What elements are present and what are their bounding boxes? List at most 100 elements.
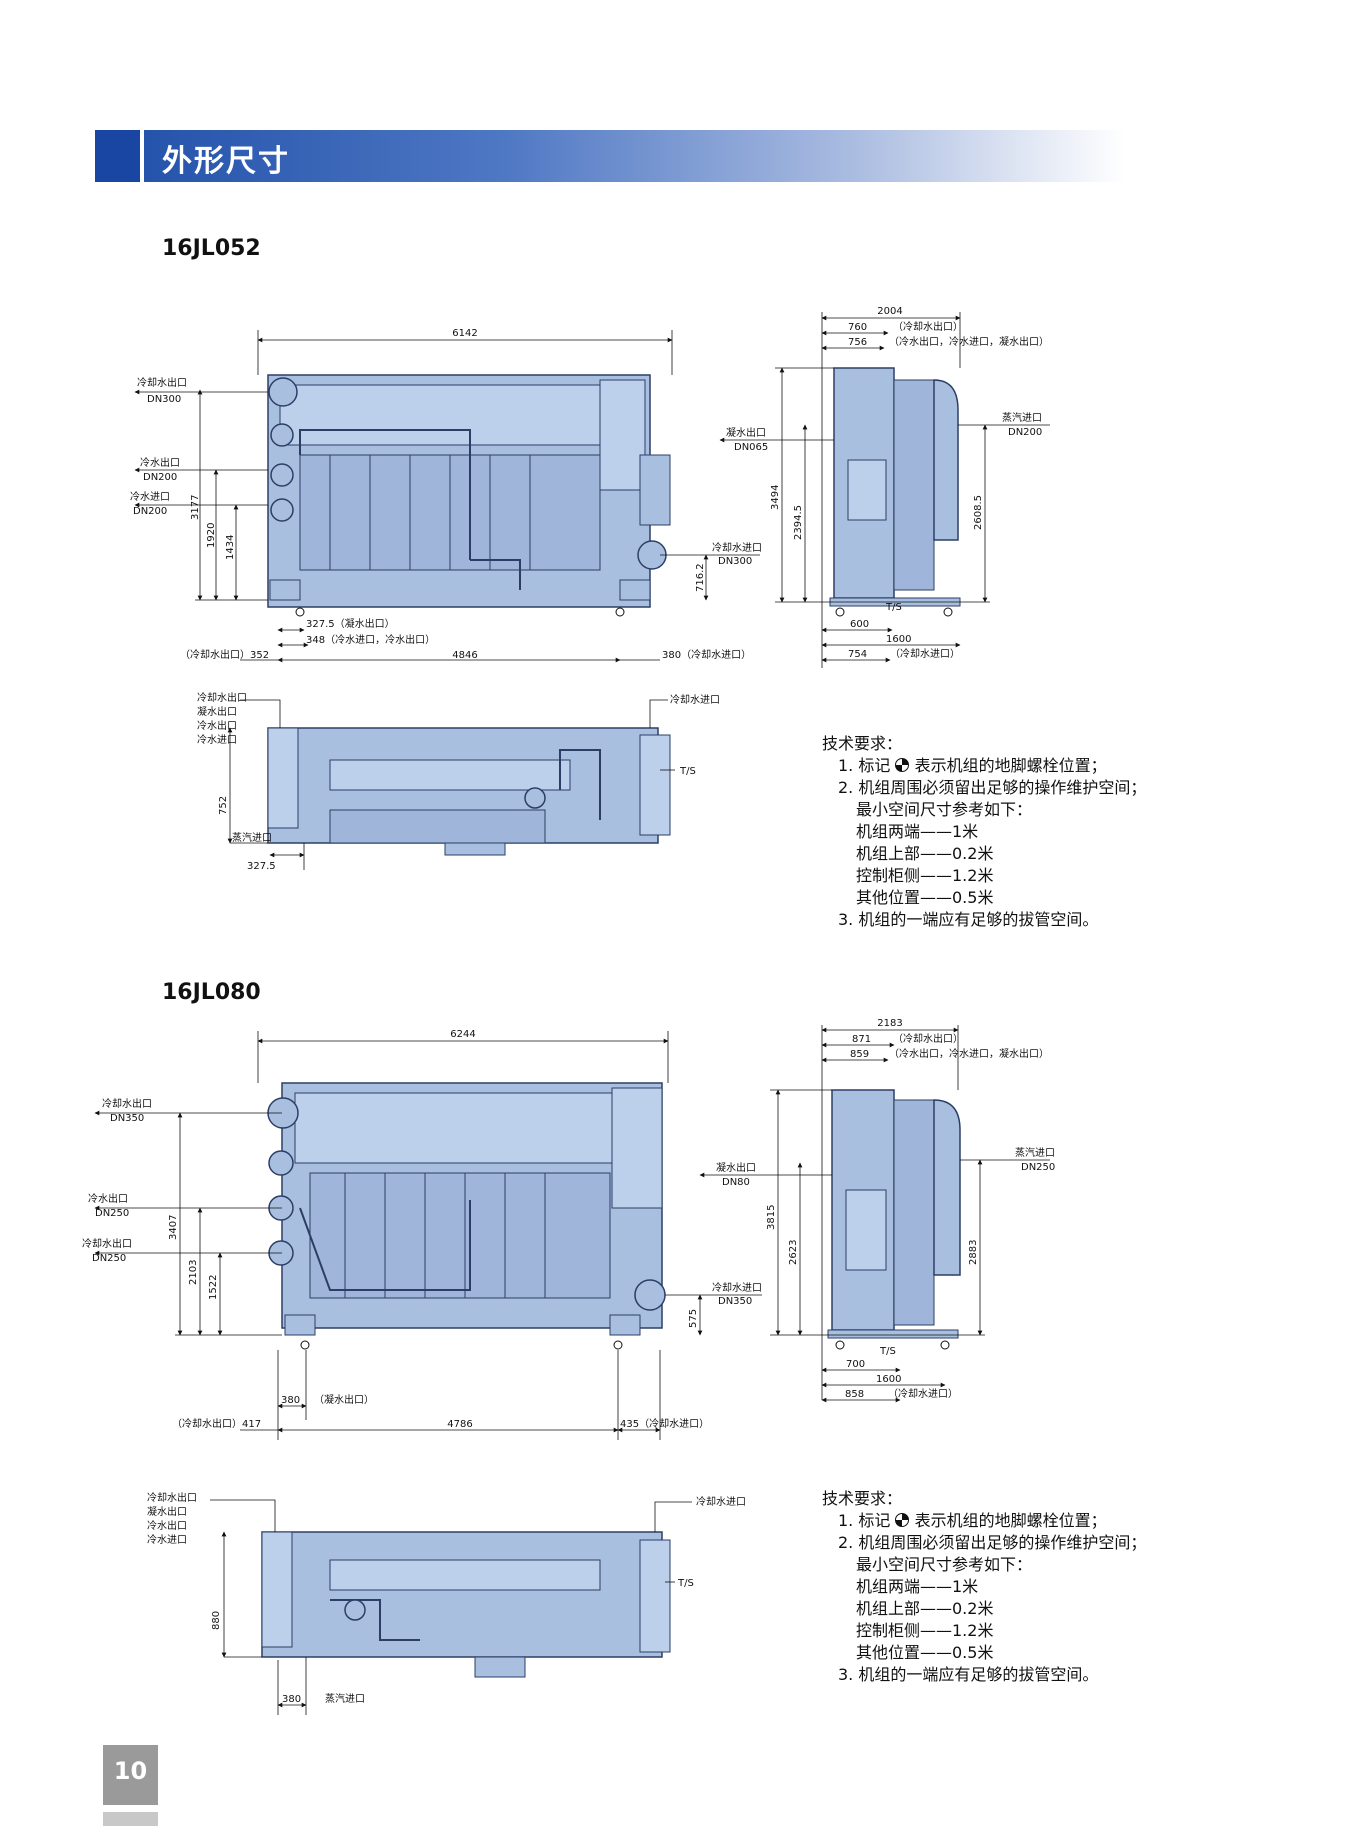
- unit1-top-view: [267, 727, 671, 856]
- label-steam-size: DN200: [1008, 427, 1042, 438]
- tech-notes-unit2: 技术要求： 1. 标记 表示机组的地脚螺栓位置； 2. 机组周围必须留出足够的操…: [822, 1488, 1146, 1686]
- label-chilled-out-size: DN200: [143, 472, 177, 483]
- page-number-box: [103, 1745, 158, 1805]
- dim-height: 3177: [190, 495, 201, 520]
- dim-760-note: （冷却水出口）: [893, 320, 963, 333]
- dim-417: （冷却水出口）417: [172, 1417, 261, 1430]
- space2-other: 其他位置——0.5米: [856, 1643, 994, 1662]
- anchor-bolt-icon: [895, 758, 910, 772]
- dim-top2-380: 380: [282, 1694, 301, 1705]
- top2-label-3: 冷水进口: [147, 1533, 187, 1546]
- anchor-bolt-icon: [895, 1513, 910, 1527]
- unit2-side-labels: 2183 871 （冷却水出口） 859 （冷水出口，冷水进口，凝水出口） 38…: [716, 1018, 1055, 1400]
- note2-item-3: 3. 机组的一端应有足够的拔管空间。: [838, 1665, 1099, 1684]
- dim2-380-note: （凝水出口）: [314, 1393, 374, 1406]
- label-cooling-in: 冷却水进口: [712, 541, 762, 554]
- dim-756: 756: [848, 337, 867, 348]
- label2-condensate-out: 凝水出口: [716, 1161, 756, 1174]
- dim-435: 435（冷却水进口）: [620, 1417, 709, 1430]
- top-label-cooling-in: 冷却水进口: [670, 693, 720, 706]
- label2-chilled-out: 冷水出口: [88, 1192, 128, 1205]
- section-header-bar: [95, 130, 1125, 182]
- dim-327-5: 327.5（凝水出口）: [306, 617, 395, 630]
- dim-752: 752: [218, 796, 229, 815]
- unit1-side-labels: 2004 760 （冷却水出口） 756 （冷水出口，冷水进口，凝水出口） 34…: [726, 306, 1049, 660]
- page-footer-strip: [103, 1812, 158, 1826]
- label-steam-in: 蒸汽进口: [1002, 411, 1042, 424]
- note2-item-1-pre: 标记: [858, 1511, 891, 1530]
- label2-cooling-out-2-size: DN250: [92, 1253, 126, 1264]
- dim-3815: 3815: [766, 1205, 777, 1230]
- label2-steam-in: 蒸汽进口: [1015, 1146, 1055, 1159]
- top2-label-0: 冷却水出口: [147, 1491, 197, 1504]
- dim-859-note: （冷水出口，冷水进口，凝水出口）: [889, 1047, 1049, 1060]
- label-chilled-in: 冷水进口: [130, 490, 170, 503]
- dim-380: 380（冷却水进口）: [662, 648, 751, 661]
- top-label-2: 冷水出口: [197, 719, 237, 732]
- dim-858: 858: [845, 1389, 864, 1400]
- unit1-side-dimensions: [719, 312, 1050, 668]
- dim-575: 575: [688, 1309, 699, 1328]
- note-item-3: 3. 机组的一端应有足够的拔管空间。: [838, 910, 1099, 929]
- model-title-16jl052: 16JL052: [162, 236, 261, 261]
- top-label-0: 冷却水出口: [197, 691, 247, 704]
- dim-348: 348（冷水进口，冷水出口）: [306, 633, 435, 646]
- top-label-ts: T/S: [679, 766, 696, 777]
- dim2-380: 380: [281, 1395, 300, 1406]
- dim-3407: 3407: [168, 1215, 179, 1240]
- unit1-front-view: [267, 374, 671, 617]
- dim-760: 760: [848, 322, 867, 333]
- label-condensate-size: DN065: [734, 442, 768, 453]
- dim-3494: 3494: [770, 485, 781, 510]
- dim-2004: 2004: [877, 306, 902, 317]
- label2-cooling-out: 冷却水出口: [102, 1097, 152, 1110]
- unit2-side-dimensions: [699, 1025, 1050, 1403]
- note-item-1-pre: 标记: [858, 756, 891, 775]
- top-label-1: 凝水出口: [197, 705, 237, 718]
- top2-label-steam: 蒸汽进口: [325, 1692, 365, 1705]
- unit2-side-view: [827, 1089, 961, 1350]
- dim-871: 871: [852, 1034, 871, 1045]
- unit2-top-view: [261, 1531, 671, 1678]
- dim-2183: 2183: [877, 1018, 902, 1029]
- dim-overall-length: 6142: [452, 328, 477, 339]
- dim-858-note: （冷却水进口）: [888, 1387, 958, 1400]
- top-label-steam: 蒸汽进口: [232, 831, 272, 844]
- note-item-1: 1. 标记 表示机组的地脚螺栓位置；: [822, 755, 1146, 777]
- note2-item-2: 2. 机组周围必须留出足够的操作维护空间；: [838, 1533, 1147, 1552]
- unit1-side-view: [829, 367, 961, 617]
- notes-heading: 技术要求：: [822, 734, 903, 753]
- space-top: 机组上部——0.2米: [856, 844, 994, 863]
- space-other: 其他位置——0.5米: [856, 888, 994, 907]
- dim-4786: 4786: [447, 1419, 472, 1430]
- section-header-separator: [140, 130, 144, 182]
- dim-4846: 4846: [452, 650, 477, 661]
- dim-1920: 1920: [206, 523, 217, 548]
- dim-754: 754: [848, 649, 867, 660]
- label-cooling-out: 冷却水出口: [137, 376, 187, 389]
- note-item-1-number: 1.: [838, 756, 854, 775]
- unit2-front-labels: 6244 冷却水出口 DN350 冷水出口 DN250 冷却水出口 DN250 …: [82, 1029, 762, 1430]
- label2-cooling-in: 冷却水进口: [712, 1281, 762, 1294]
- unit1-front-labels: 6142 冷却水出口 DN300 冷水出口 DN200 冷水进口 DN200 冷…: [130, 328, 762, 661]
- label2-cooling-out-size: DN350: [110, 1113, 144, 1124]
- tech-notes-unit1: 技术要求： 1. 标记 表示机组的地脚螺栓位置； 2. 机组周围必须留出足够的操…: [822, 733, 1146, 931]
- dim-2883: 2883: [968, 1240, 979, 1265]
- dim-700: 700: [846, 1359, 865, 1370]
- unit1-front-dimensions: [134, 330, 760, 663]
- page-number: 10: [113, 1757, 148, 1785]
- model-title-16jl080: 16JL080: [162, 980, 261, 1005]
- dim-2608: 2608.5: [973, 495, 984, 530]
- label-chilled-in-size: DN200: [133, 506, 167, 517]
- dim-1600: 1600: [886, 634, 911, 645]
- label-cooling-in-size: DN300: [718, 556, 752, 567]
- dim-352: （冷却水出口）352: [180, 648, 269, 661]
- label2-cooling-in-size: DN350: [718, 1296, 752, 1307]
- dim-1522: 1522: [208, 1275, 219, 1300]
- note2-item-1: 1. 标记 表示机组的地脚螺栓位置；: [822, 1510, 1146, 1532]
- space-both-ends: 机组两端——1米: [856, 822, 979, 841]
- label2-ts: T/S: [879, 1346, 896, 1357]
- unit2-front-view: [267, 1082, 666, 1350]
- label-ts: T/S: [885, 602, 902, 613]
